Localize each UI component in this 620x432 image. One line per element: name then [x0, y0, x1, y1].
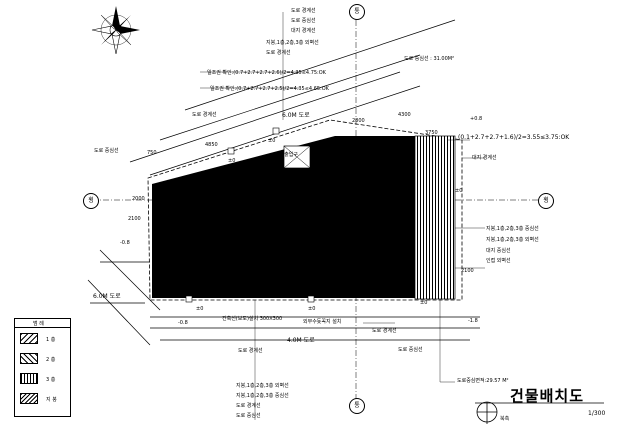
label-top-2: 대지 경계선 — [291, 28, 316, 34]
dim-neg18: -1.8 — [468, 318, 478, 324]
leader-lines — [200, 12, 485, 420]
legend-swatch-3 — [20, 373, 38, 384]
area-note: 도로 중심선 : 31.00M² — [404, 56, 455, 62]
setback-formula-2: (0.1+2.7+2.7+1.6)/2=3.55≤3.75:OK — [458, 134, 570, 141]
label-bottom-road-boundary: 도로 경계선 — [238, 348, 263, 354]
label-right-1: 지붕,1층,2층,3층 외벽선 — [486, 237, 539, 243]
label-site-left: 도로 중심선 — [94, 148, 119, 154]
label-bottom-3: 도로 중심선 — [236, 413, 261, 419]
dim-pm0-3: ±0 — [196, 306, 204, 312]
road-boundary-bottom: 도로 경계선 — [372, 328, 397, 334]
road-lines-left — [87, 249, 161, 346]
axis-mark-top: 통 — [349, 4, 365, 20]
road-lines-bottom — [150, 316, 480, 341]
legend: 범 례 1 층 2 층 3 층 지 붕 — [14, 318, 71, 417]
legend-item-2: 2 층 — [20, 353, 68, 365]
road-center-right: 도로 중심선 — [398, 347, 423, 353]
bottom-tap-note: 외부수돗꼭지 설치 — [303, 319, 342, 325]
plan-area-note: 도로중심면적:29.57 M² — [457, 378, 509, 384]
legend-swatch-4 — [20, 393, 38, 404]
label-parking-entry: 주 출입구 — [278, 152, 298, 158]
label-bottom-1: 지붕,1층,2층,3층 중심선 — [236, 393, 289, 399]
label-right-site-boundary-top: 대지 경계선 — [472, 155, 497, 161]
axis-mark-right: 횡 — [538, 193, 554, 209]
dim-2100b: 2100 — [461, 268, 474, 274]
label-right-3: 인접 외벽선 — [486, 258, 511, 264]
dim-2100a: 2100 — [128, 216, 141, 222]
marker-boxes — [185, 127, 315, 303]
dim-pos08: +0.8 — [470, 116, 483, 122]
site-boundary — [147, 119, 463, 301]
setback-formula-1: 일조권 확인:(0.7+2.7+2.7+2.5)/2=4.35≤4.65:OK — [210, 86, 329, 92]
label-bottom-0: 지붕,1층,2층,3층 외벽선 — [236, 383, 289, 389]
label-right-0: 지붕,1층,2층,3층 중심선 — [486, 226, 539, 232]
building-footprint — [152, 136, 418, 298]
dim-pm0-1: ±0 — [268, 138, 276, 144]
label-right-2: 대지 중심선 — [486, 248, 511, 254]
dim-4850: 4850 — [205, 142, 218, 148]
label-top-0: 도로 경계선 — [291, 8, 316, 14]
dim-pm0-2: ±0 — [292, 172, 300, 178]
legend-item-4: 지 붕 — [20, 393, 68, 405]
legend-label-1: 1 층 — [46, 337, 56, 343]
drawing-scale: 1/300 — [588, 410, 606, 417]
dim-pm0-4: ±0 — [308, 306, 316, 312]
building-roof-hatch — [414, 135, 456, 300]
legend-item-1: 1 층 — [20, 333, 68, 345]
dim-4300: 4300 — [398, 112, 411, 118]
north-arrow-icon — [476, 401, 498, 424]
label-top-1: 도로 중심선 — [291, 18, 316, 24]
legend-swatch-2 — [20, 353, 38, 364]
axis-mark-left: 횡 — [83, 193, 99, 209]
setback-formula-0: 일조권 확인:(0.7+2.7+2.7+2.6)/2=4.35≤4.75:OK — [207, 70, 326, 76]
label-site-top-left: 도로 경계선 — [192, 112, 217, 118]
compass-rose-icon — [91, 6, 140, 55]
legend-label-3: 3 층 — [46, 377, 56, 383]
dim-pm0-0: ±0 — [228, 158, 236, 164]
dim-750: 750 — [147, 150, 157, 156]
road-4m: 4.0M 도로 — [287, 337, 315, 344]
legend-label-2: 2 층 — [46, 357, 56, 363]
label-top-3: 지붕,1층,2층,3층 외벽선 — [266, 40, 319, 46]
legend-item-3: 3 층 — [20, 373, 68, 385]
legend-swatch-1 — [20, 333, 38, 344]
legend-header: 범 례 — [15, 319, 70, 328]
dim-neg08b: -0.8 — [178, 320, 188, 326]
dim-2000: 2000 — [132, 196, 145, 202]
legend-label-4: 지 붕 — [46, 397, 57, 403]
drawing-title: 건물배치도 — [510, 387, 585, 405]
dim-pm0-5: ±0 — [455, 188, 463, 194]
road-6m-left: 6.0M 도로 — [93, 293, 121, 300]
north-label: 북측 — [500, 416, 510, 422]
axis-mark-bottom: 통 — [349, 398, 365, 414]
label-top-4: 도로 경계선 — [266, 50, 291, 56]
dim-pm0-6: ±0 — [420, 300, 428, 306]
dim-2800: 2800 — [352, 118, 365, 124]
road-6m-top: 6.0M 도로 — [282, 112, 310, 119]
label-bottom-2: 도로 경계선 — [236, 403, 261, 409]
dim-3750: 3750 — [425, 130, 438, 136]
bottom-boundary-note: 건축선(보도)설치 300X300 — [222, 316, 283, 322]
road-lines-top — [129, 19, 456, 176]
dim-neg08a: -0.8 — [120, 240, 130, 246]
